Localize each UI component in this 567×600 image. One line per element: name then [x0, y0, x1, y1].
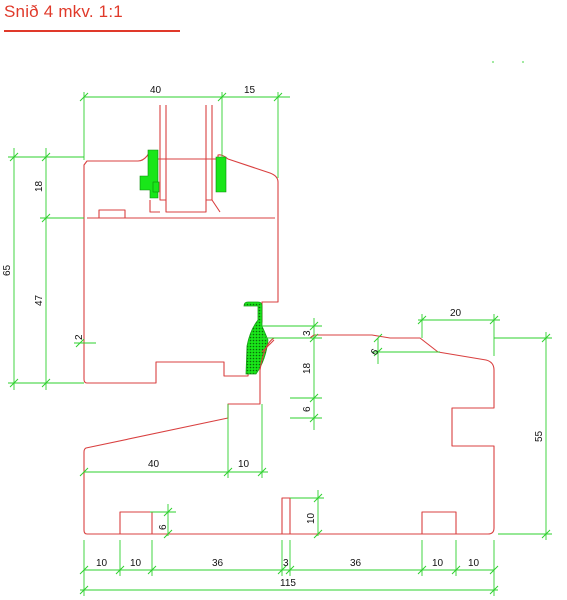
dim-chain-3: 3 [283, 558, 289, 569]
dim-bottom-10: 10 [306, 512, 317, 524]
dimension-lines [8, 92, 552, 596]
lower-sash-profile [83, 334, 495, 535]
dim-top-15: 15 [244, 85, 256, 96]
dim-chain-10a: 10 [96, 558, 108, 569]
dim-right-20: 20 [450, 308, 462, 319]
dim-chain-36a: 36 [212, 558, 224, 569]
glass-gasket-right [215, 156, 227, 193]
drawing-title: Snið 4 mkv. 1:1 [4, 2, 123, 21]
dim-left-47: 47 [34, 294, 45, 306]
dim-top-40: 40 [150, 85, 162, 96]
dimension-labels: 40 15 65 18 47 2 3 18 6 6 20 55 40 10 6 … [2, 85, 545, 589]
glass-gasket-left [139, 149, 160, 199]
dim-chain-36b: 36 [350, 558, 362, 569]
dim-lower-40: 40 [148, 459, 160, 470]
dim-chain-10b: 10 [130, 558, 142, 569]
dim-left-2: 2 [74, 334, 85, 340]
glazing-bead [149, 105, 221, 213]
seal-gasket [243, 301, 269, 375]
dim-right-6: 6 [369, 347, 382, 358]
dim-left-65: 65 [2, 264, 13, 276]
dim-right-55: 55 [534, 430, 545, 442]
dim-mid-3: 3 [302, 330, 313, 336]
title-underline [4, 30, 180, 32]
dim-chain-10c: 10 [432, 558, 444, 569]
upper-frame-profile [83, 151, 279, 384]
dim-left-18: 18 [34, 180, 45, 192]
dim-lower-10: 10 [238, 459, 250, 470]
dim-total-115: 115 [280, 578, 296, 589]
dim-chain-10d: 10 [468, 558, 480, 569]
dim-mid-18: 18 [302, 362, 313, 374]
dim-mid-6: 6 [302, 406, 313, 412]
dim-bottom-6: 6 [158, 524, 169, 530]
